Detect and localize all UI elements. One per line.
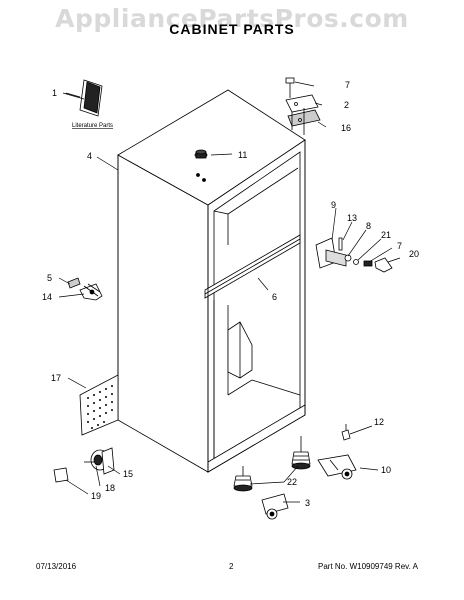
center-hinge-assembly (315, 237, 393, 273)
footer-page-number: 2 (229, 562, 234, 571)
callout-1: 1 (52, 88, 57, 98)
front-roller-3 (261, 493, 289, 520)
footer-date: 07/13/2016 (36, 562, 77, 571)
leveling-leg-22-a (291, 436, 311, 470)
hinge-cap-11 (194, 149, 208, 182)
callout-3: 3 (305, 498, 310, 508)
callout-9: 9 (331, 200, 336, 210)
callout-4: 4 (87, 151, 92, 161)
callout-7-top: 7 (345, 80, 350, 90)
callout-8: 8 (366, 221, 371, 231)
callout-7-mid: 7 (397, 241, 402, 251)
callout-12: 12 (374, 417, 384, 427)
callout-14: 14 (42, 292, 52, 302)
callout-10: 10 (381, 465, 391, 475)
rear-roller-15 (84, 447, 115, 475)
callout-17: 17 (51, 373, 61, 383)
callout-16: 16 (341, 123, 351, 133)
callout-21: 21 (381, 230, 391, 240)
cabinet-body (117, 89, 306, 473)
page-title: CABINET PARTS (169, 21, 295, 37)
watermark: AppliancePartsPros.com (55, 4, 409, 33)
screw-clip-19 (53, 467, 69, 483)
literature-label: Literature Parts (72, 123, 113, 129)
front-roller-10 (317, 454, 357, 480)
literature-parts-booklet (65, 79, 103, 117)
access-cover-17 (79, 374, 119, 436)
footer-part-number: Part No. W10909749 Rev. A (318, 562, 418, 571)
callout-15: 15 (123, 469, 133, 479)
top-hinge-assembly (285, 77, 321, 135)
callout-18: 18 (105, 483, 115, 493)
callout-5: 5 (47, 273, 52, 283)
callout-22: 22 (287, 477, 297, 487)
callout-20: 20 (409, 249, 419, 259)
hinge-pin-5-14 (67, 277, 103, 301)
callout-13: 13 (347, 213, 357, 223)
callout-11: 11 (238, 150, 247, 160)
callout-2: 2 (344, 100, 349, 110)
callout-6: 6 (272, 292, 277, 302)
callout-19: 19 (91, 491, 101, 501)
leveling-leg-22-b (233, 466, 253, 492)
leader-lines (58, 81, 401, 503)
screw-12 (341, 424, 351, 441)
